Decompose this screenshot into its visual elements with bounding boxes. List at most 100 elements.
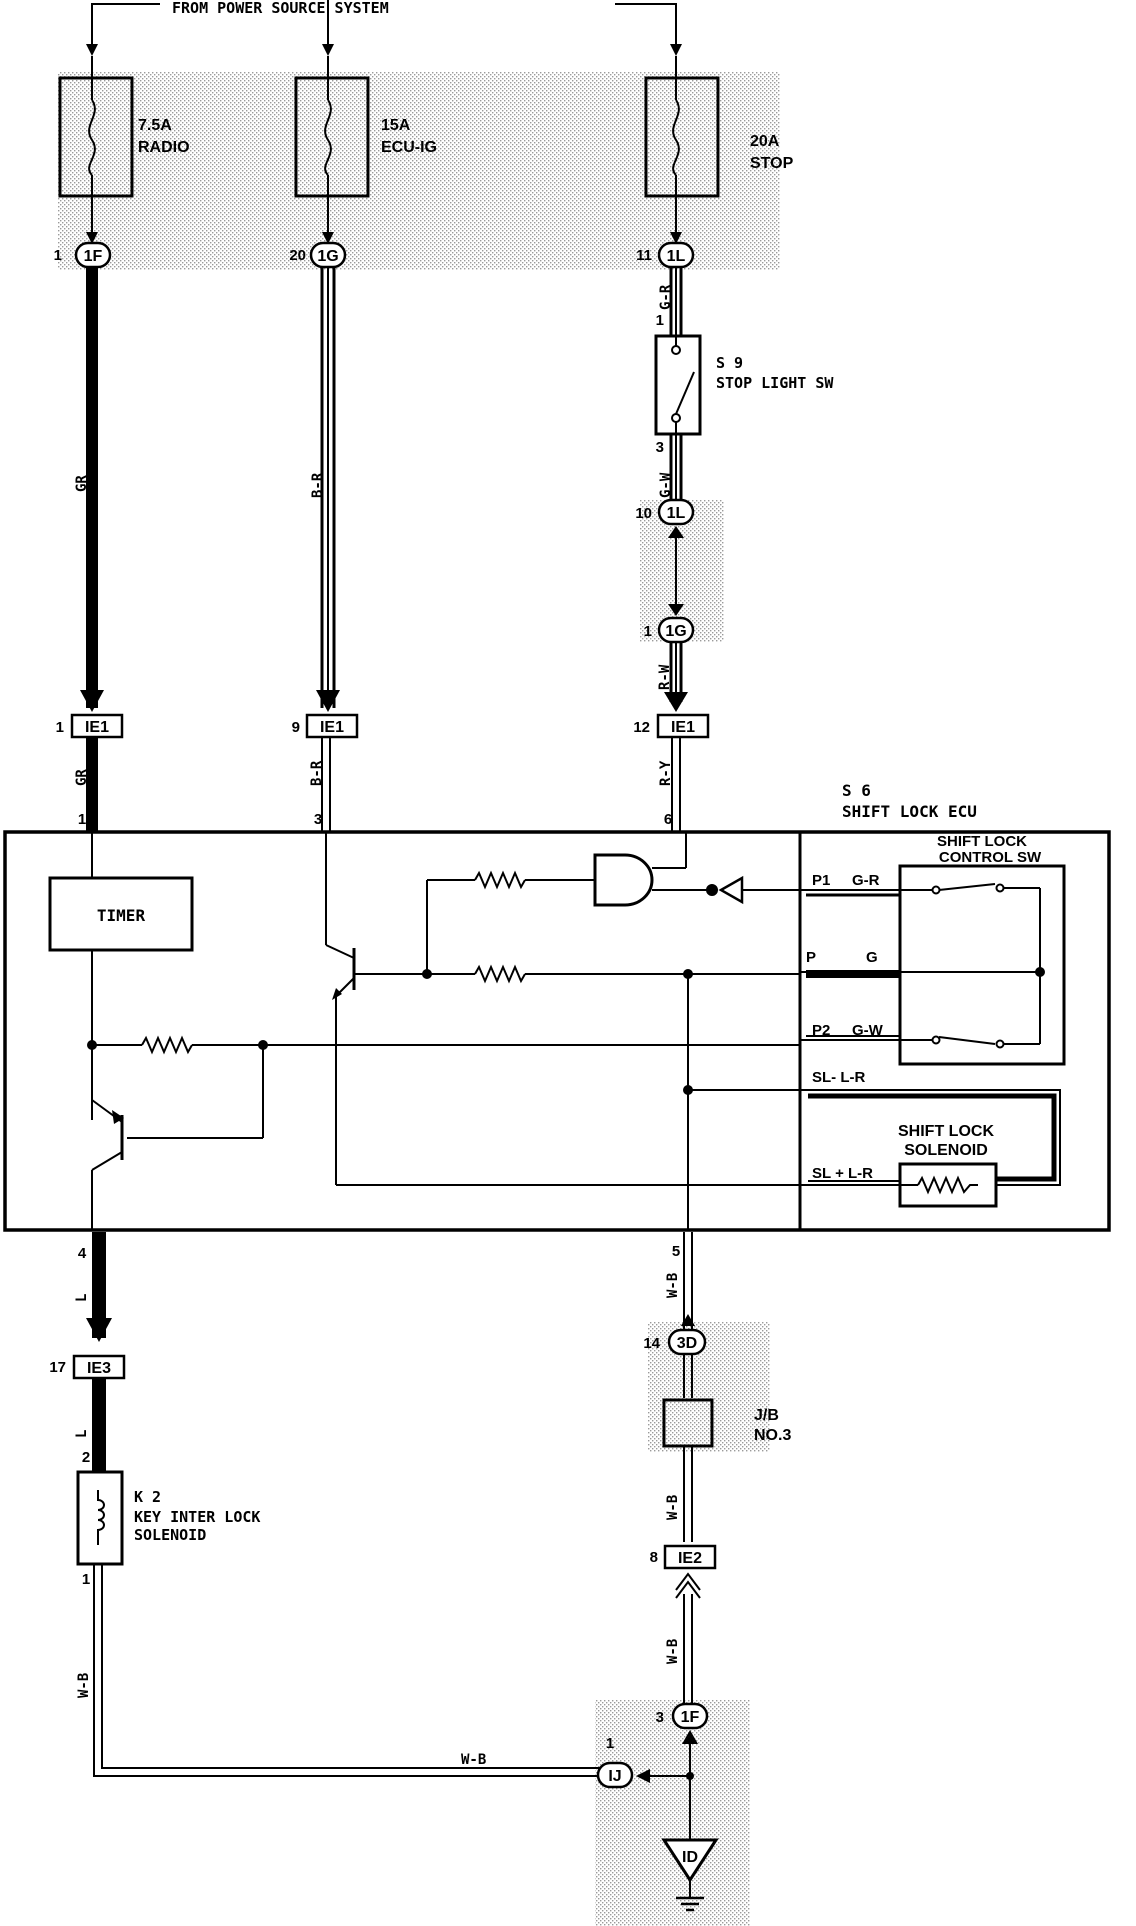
fuse-radio-amp: 7.5A [138, 117, 172, 134]
connector-1g-top: 20 1G [289, 241, 347, 269]
wire-gr: GR GR [74, 268, 104, 832]
svg-text:GR: GR [74, 769, 90, 786]
timer-label: TIMER [97, 906, 146, 925]
fuse-ecu-ig-name: ECU-IG [381, 139, 437, 156]
fuse-ecu-ig-amp: 15A [381, 117, 411, 134]
wire-g-r-top: G-R 1 [656, 268, 683, 336]
connector-1f-top: 1 1F [54, 241, 112, 269]
svg-text:SHIFT LOCK: SHIFT LOCK [937, 833, 1027, 850]
shift-lock-control-switch: SHIFT LOCK CONTROL SW P1 G-R P [800, 833, 1066, 1066]
fuse-stop-name: STOP [750, 155, 794, 172]
wire-w-b-mid [683, 1446, 693, 1542]
svg-text:1F: 1F [681, 1709, 700, 1726]
wire-w-b-right: 5 [672, 1232, 695, 1330]
wire-r-y: R-Y [658, 738, 681, 832]
svg-text:IE2: IE2 [678, 1550, 702, 1567]
svg-text:J/B: J/B [754, 1407, 779, 1424]
svg-text:G-W: G-W [852, 1022, 884, 1039]
svg-text:6: 6 [664, 811, 672, 828]
svg-text:L: L [74, 1294, 90, 1302]
s6-name: SHIFT LOCK ECU [842, 802, 977, 821]
svg-text:IE1: IE1 [320, 719, 344, 736]
power-source-header: FROM POWER SOURCE SYSTEM [86, 0, 682, 56]
svg-text:W-B: W-B [461, 1752, 486, 1768]
svg-text:17: 17 [49, 1359, 66, 1376]
svg-text:B-R: B-R [309, 760, 325, 786]
svg-text:1F: 1F [84, 248, 103, 265]
svg-text:1L: 1L [667, 505, 686, 522]
svg-text:1: 1 [78, 811, 86, 828]
svg-text:L: L [74, 1430, 90, 1438]
s9-code: S 9 [716, 354, 743, 372]
svg-text:1: 1 [56, 719, 64, 736]
svg-text:14: 14 [643, 1335, 660, 1352]
svg-text:W-B: W-B [665, 1273, 681, 1298]
svg-text:1L: 1L [667, 248, 686, 265]
svg-text:SL- L-R: SL- L-R [812, 1069, 865, 1086]
svg-text:1: 1 [644, 623, 652, 640]
svg-text:W-B: W-B [76, 1673, 92, 1698]
svg-text:GR: GR [74, 475, 90, 492]
svg-text:P: P [806, 949, 816, 966]
svg-text:IE1: IE1 [671, 719, 695, 736]
svg-text:11: 11 [636, 247, 652, 264]
svg-text:R-W: R-W [657, 664, 673, 690]
k2-code: K 2 [134, 1488, 161, 1506]
svg-text:1G: 1G [665, 623, 686, 640]
svg-text:3D: 3D [677, 1335, 697, 1352]
fuse-radio-name: RADIO [138, 139, 190, 156]
svg-text:G-R: G-R [852, 872, 880, 889]
timer-block: TIMER [48, 876, 194, 952]
svg-text:20: 20 [289, 247, 306, 264]
wire-r-w: R-W [657, 642, 688, 712]
junction-block-no3: J/B NO.3 [662, 1354, 791, 1448]
svg-text:SHIFT LOCK: SHIFT LOCK [898, 1123, 994, 1140]
connector-1g-mid: 1 1G [644, 616, 695, 644]
fuse-ecu-ig: 15A ECU-IG [294, 56, 437, 240]
key-interlock-solenoid: K 2 KEY INTER LOCK SOLENOID 1 [76, 1470, 260, 1588]
svg-text:1G: 1G [317, 248, 338, 265]
svg-text:3: 3 [314, 811, 322, 828]
stop-light-switch: S 9 STOP LIGHT SW [654, 334, 834, 436]
svg-text:IE3: IE3 [87, 1360, 111, 1377]
connector-1f-bottom: 3 1F [636, 1702, 709, 1884]
shift-lock-solenoid: SL- L-R SHIFT LOCK SOLENOID SL + L-R [800, 1069, 1061, 1208]
k2-name1: KEY INTER LOCK [134, 1508, 260, 1526]
svg-text:W-B: W-B [665, 1495, 681, 1520]
s6-code: S 6 [842, 781, 871, 800]
fuse-radio: 7.5A RADIO [58, 56, 190, 240]
svg-text:8: 8 [650, 1549, 658, 1566]
fuse-stop: 20A STOP [644, 56, 794, 240]
k2-name2: SOLENOID [134, 1526, 206, 1544]
svg-text:ID: ID [682, 1849, 698, 1866]
power-source-label: FROM POWER SOURCE SYSTEM [172, 0, 389, 17]
svg-text:12: 12 [633, 719, 650, 736]
svg-text:P1: P1 [812, 872, 830, 889]
svg-text:B-R: B-R [310, 472, 326, 498]
wire-w-b-lower [675, 1572, 701, 1714]
ground-point-id: ID [661, 1838, 719, 1912]
svg-text:1: 1 [82, 1571, 90, 1588]
fuse-stop-amp: 20A [750, 133, 780, 150]
connector-ie1-pin1: 1 IE1 [56, 713, 124, 739]
svg-text:W-B: W-B [665, 1639, 681, 1664]
wire-l: 4 L [74, 1232, 112, 1342]
s9-name: STOP LIGHT SW [716, 374, 834, 392]
svg-text:5: 5 [672, 1243, 680, 1260]
svg-text:SOLENOID: SOLENOID [904, 1142, 988, 1159]
svg-text:G: G [866, 949, 878, 966]
connector-ie2: 8 IE2 [650, 1544, 717, 1570]
svg-text:1: 1 [54, 247, 62, 264]
connector-1l-mid: 10 1L [635, 498, 695, 616]
svg-text:10: 10 [635, 505, 652, 522]
wire-l-lower: L 2 [74, 1378, 106, 1472]
svg-text:NO.3: NO.3 [754, 1427, 791, 1444]
svg-text:1: 1 [656, 312, 664, 329]
wire-b-r: B-R B-R [309, 268, 340, 832]
connector-ij: 1 IJ [596, 1735, 634, 1789]
svg-text:P2: P2 [812, 1022, 830, 1039]
svg-text:9: 9 [292, 719, 300, 736]
connector-1l-top: 11 1L [636, 241, 695, 269]
svg-text:IE1: IE1 [85, 719, 109, 736]
